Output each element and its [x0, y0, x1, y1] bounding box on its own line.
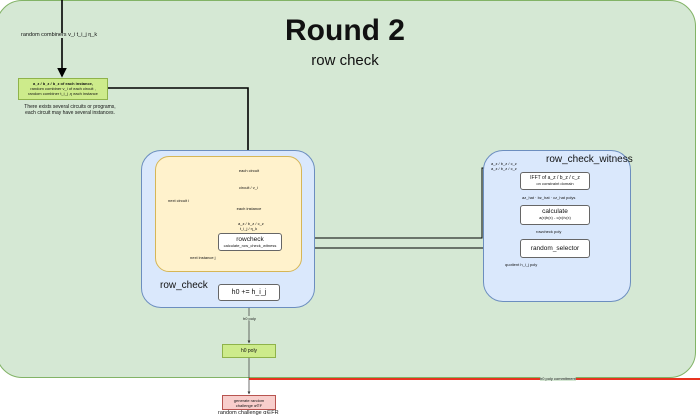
circuit-label: circuit / v_i	[239, 185, 258, 190]
rowcheck-box: rowcheck calculate_row_check_witness	[218, 233, 282, 251]
h0-poly-box: h0 poly	[222, 344, 276, 358]
instance-label-2: t_i_j / η_k	[240, 226, 258, 231]
h0-poly-label: h0 poly	[243, 316, 256, 321]
random-combiners-label: random combiners v_i t_i_j η_k	[20, 32, 99, 38]
each-circuit-label: each circuit	[238, 168, 260, 173]
h0-poly-commitment-label: h0 poly commitment	[540, 376, 576, 381]
input-to-rowcheck-arrow	[108, 87, 253, 162]
calculate-box: calculate a(x)b(x) - c(x)/v(x)	[520, 205, 590, 225]
generate-challenge-box: generate random challenge α∈F	[222, 395, 276, 410]
round-title: Round 2	[285, 14, 405, 47]
row-check-title: row_check	[160, 280, 208, 291]
next-instance-label: next instance j	[190, 255, 216, 260]
input-box: a_z / b_z / b_z of each instance, random…	[18, 78, 108, 100]
instances-note: There exists several circuits or program…	[24, 104, 116, 116]
round-subtitle: row check	[311, 52, 379, 69]
instance-label-1: a_z / b_z / c_z	[238, 221, 264, 226]
rowcheck-poly-label: rowcheck poly	[536, 229, 562, 234]
h0-accumulate-box: h0 += h_i_j	[218, 284, 280, 301]
each-instance-label: each instance	[236, 206, 262, 211]
quotient-label: quotient h_i_j poly	[505, 262, 538, 267]
challenge-caption: random challenge α∈FR	[218, 410, 279, 416]
row-check-witness-panel	[483, 150, 631, 302]
poly-label: az_hat · bz_hat · cz_hat polys	[522, 195, 576, 200]
witness-input-label-2: a_z / b_z / c_z	[491, 166, 517, 171]
row-check-witness-title: row_check_witness	[546, 154, 633, 165]
ifft-box: IFFT of a_z / b_z / c_z on constraint do…	[520, 172, 590, 190]
next-circuit-label: next circuit i	[168, 198, 190, 203]
random-selector-box: random_selector	[520, 239, 590, 258]
witness-input-label-1: a_z / b_z / c_z	[491, 161, 517, 166]
row-check-loop-panel	[155, 156, 302, 272]
